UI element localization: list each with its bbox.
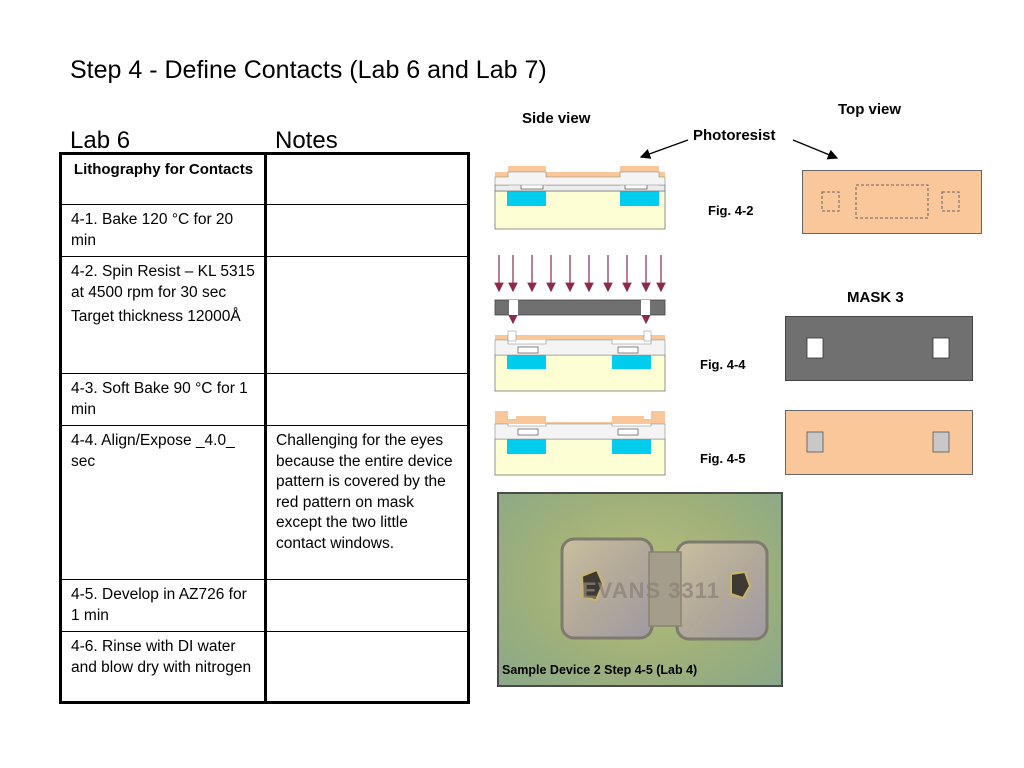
- fig-4-5-side-view: [494, 411, 666, 476]
- contact-window-left-outline: [821, 191, 840, 212]
- fig-4-4-label: Fig. 4-4: [700, 357, 746, 372]
- fig-4-4-side-view: [494, 330, 666, 392]
- fig-4-2-top-view: [802, 170, 982, 234]
- mask-window-left: [806, 337, 824, 359]
- fig-4-2-side-view: [494, 166, 666, 230]
- device-image: [560, 537, 769, 641]
- step-text: 4-2. Spin Resist – KL 5315 at 4500 rpm f…: [71, 263, 255, 301]
- table-row: 4-5. Develop in AZ726 for 1 min: [60, 579, 469, 632]
- procedure-table: Lithography for Contacts 4-1. Bake 120 °…: [59, 152, 470, 704]
- photo-overlay-text: EVANS 3311: [582, 578, 721, 603]
- arrow-to-top-view: [792, 139, 839, 160]
- exposure-arrows: [494, 255, 666, 325]
- step-cell: 4-2. Spin Resist – KL 5315 at 4500 rpm f…: [60, 256, 267, 374]
- arrow-to-side-view: [639, 139, 689, 159]
- note-cell: [265, 631, 469, 703]
- table-row: 4-2. Spin Resist – KL 5315 at 4500 rpm f…: [60, 256, 469, 374]
- side-view-label: Side view: [522, 110, 591, 127]
- photoresist-top: [802, 170, 982, 234]
- step-cell: 4-3. Soft Bake 90 °C for 1 min: [60, 373, 267, 426]
- note-cell: [265, 204, 469, 257]
- mask-cross-section: [494, 299, 666, 316]
- page-title: Step 4 - Define Contacts (Lab 6 and Lab …: [70, 56, 547, 84]
- mask-window-right: [932, 337, 950, 359]
- note-cell: [265, 256, 469, 374]
- well-right: [620, 191, 659, 206]
- step-cell: 4-6. Rinse with DI water and blow dry wi…: [60, 631, 267, 703]
- device-outline: [855, 184, 929, 219]
- note-cell: [265, 373, 469, 426]
- table-header-note-cell: [265, 153, 469, 205]
- contact-window-right-outline: [941, 191, 960, 212]
- mask-3-top-view: [785, 316, 973, 381]
- note-cell: Challenging for the eyes because the ent…: [265, 425, 469, 580]
- mask-label: MASK 3: [847, 289, 904, 306]
- fig-4-2-label: Fig. 4-2: [708, 203, 754, 218]
- sample-device-photo: EVANS 3311: [497, 492, 783, 687]
- fig-4-5-label: Fig. 4-5: [700, 451, 746, 466]
- lab-column-heading: Lab 6: [70, 127, 131, 154]
- table-row: 4-6. Rinse with DI water and blow dry wi…: [60, 631, 469, 703]
- mask-opening-left: [509, 300, 518, 315]
- metal-layer: [494, 171, 666, 186]
- table-row: 4-4. Align/Expose _4.0_ sec Challenging …: [60, 425, 469, 580]
- photo-caption: Sample Device 2 Step 4-5 (Lab 4): [502, 663, 698, 677]
- mask-opening-right: [641, 300, 650, 315]
- table-row: 4-1. Bake 120 °C for 20 min: [60, 204, 469, 257]
- step-cell: 4-5. Develop in AZ726 for 1 min: [60, 579, 267, 632]
- step-cell: 4-1. Bake 120 °C for 20 min: [60, 204, 267, 257]
- top-view-label: Top view: [838, 101, 902, 118]
- step-extra-text: Target thickness 12000Å: [71, 308, 241, 325]
- photoresist-label: Photoresist: [693, 127, 776, 144]
- open-window-left: [806, 431, 824, 453]
- table-row: 4-3. Soft Bake 90 °C for 1 min: [60, 373, 469, 426]
- step-cell: 4-4. Align/Expose _4.0_ sec: [60, 425, 267, 580]
- open-window-right: [932, 431, 950, 453]
- well-left: [507, 191, 546, 206]
- fig-4-5-top-view: [785, 410, 973, 475]
- notes-column-heading: Notes: [275, 127, 338, 154]
